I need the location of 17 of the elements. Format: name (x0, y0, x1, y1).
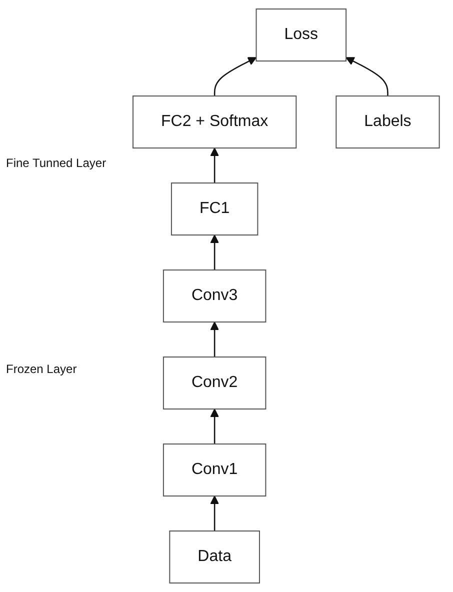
layer-group-label: Frozen Layer (6, 362, 78, 376)
arrow (214, 57, 257, 96)
arrow (210, 148, 220, 183)
arrow (346, 57, 389, 96)
node-box: Data (170, 530, 260, 584)
arrow (210, 496, 220, 531)
arrow (210, 408, 220, 444)
node-box: FC2 + Softmax (132, 96, 297, 148)
node-box: FC1 (171, 182, 259, 236)
arrow (210, 322, 220, 357)
node-box: Conv2 (163, 356, 267, 410)
node-box: Labels (336, 96, 440, 148)
node-box: Loss (256, 8, 347, 62)
node-box: Conv1 (163, 444, 267, 496)
node-box: Conv3 (163, 270, 267, 322)
layer-group-label: Fine Tunned Layer (6, 156, 108, 170)
arrow (210, 234, 220, 270)
